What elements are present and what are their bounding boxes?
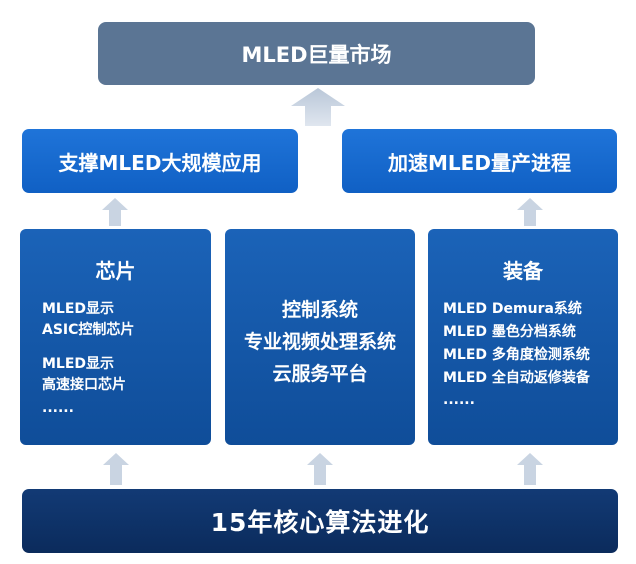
accelerate-production-label: 加速MLED量产进程 bbox=[388, 150, 571, 175]
support-application-label: 支撑MLED大规模应用 bbox=[58, 150, 262, 175]
equipment-line: ...... bbox=[443, 392, 475, 408]
core-algorithm-label: 15年核心算法进化 bbox=[210, 508, 430, 537]
arrow-up-icon bbox=[517, 453, 543, 485]
systems-line: 云服务平台 bbox=[272, 363, 368, 385]
market-box: MLED巨量市场 bbox=[98, 22, 535, 85]
chip-line: ...... bbox=[42, 400, 74, 416]
chip-title: 芯片 bbox=[95, 259, 136, 283]
equipment-line: MLED 全自动返修装备 bbox=[443, 370, 590, 386]
equipment-line: MLED Demura系统 bbox=[443, 301, 582, 317]
chip-line: ASIC控制芯片 bbox=[42, 322, 135, 338]
arrow-up-icon bbox=[307, 453, 333, 485]
chip-line: MLED显示 bbox=[42, 301, 115, 317]
chip-line: 高速接口芯片 bbox=[42, 377, 126, 393]
equipment-line: MLED 墨色分档系统 bbox=[443, 324, 576, 340]
arrow-up-icon bbox=[517, 198, 543, 226]
systems-card: 控制系统 专业视频处理系统 云服务平台 bbox=[225, 229, 415, 445]
accelerate-production-box: 加速MLED量产进程 bbox=[342, 129, 617, 193]
market-label: MLED巨量市场 bbox=[241, 42, 392, 67]
equipment-card: 装备 MLED Demura系统 MLED 墨色分档系统 MLED 多角度检测系… bbox=[428, 229, 618, 445]
systems-line: 控制系统 bbox=[281, 299, 358, 321]
core-algorithm-box: 15年核心算法进化 bbox=[22, 489, 618, 553]
arrow-up-icon bbox=[102, 198, 128, 226]
equipment-line: MLED 多角度检测系统 bbox=[443, 347, 590, 363]
arrow-up-icon bbox=[103, 453, 129, 485]
arrow-up-icon bbox=[291, 88, 345, 126]
support-application-box: 支撑MLED大规模应用 bbox=[22, 129, 298, 193]
chip-card: 芯片 MLED显示 ASIC控制芯片 MLED显示 高速接口芯片 ...... bbox=[20, 229, 211, 445]
chip-line: MLED显示 bbox=[42, 356, 115, 372]
equipment-title: 装备 bbox=[503, 259, 543, 283]
systems-line: 专业视频处理系统 bbox=[243, 331, 396, 353]
